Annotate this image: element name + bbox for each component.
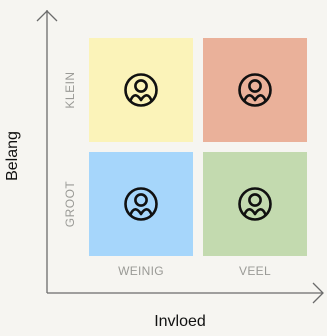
y-axis-arrow bbox=[36, 10, 58, 22]
y-axis-title: Belang bbox=[4, 131, 21, 181]
row-label-bottom: GROOT bbox=[63, 180, 77, 228]
x-axis-arrow bbox=[312, 282, 324, 304]
column-label-left: WEINIG bbox=[118, 264, 164, 278]
column-label-right: VEEL bbox=[239, 264, 271, 278]
person-icon bbox=[238, 73, 272, 107]
quadrant-groot-weinig bbox=[89, 152, 193, 256]
quadrant-groot-veel bbox=[203, 152, 307, 256]
person-icon bbox=[238, 187, 272, 221]
quadrant-klein-veel bbox=[203, 38, 307, 142]
x-axis-title: Invloed bbox=[154, 313, 206, 330]
row-label-top: KLEIN bbox=[63, 71, 77, 109]
person-icon bbox=[124, 187, 158, 221]
person-icon bbox=[124, 73, 158, 107]
quadrant-klein-weinig bbox=[89, 38, 193, 142]
